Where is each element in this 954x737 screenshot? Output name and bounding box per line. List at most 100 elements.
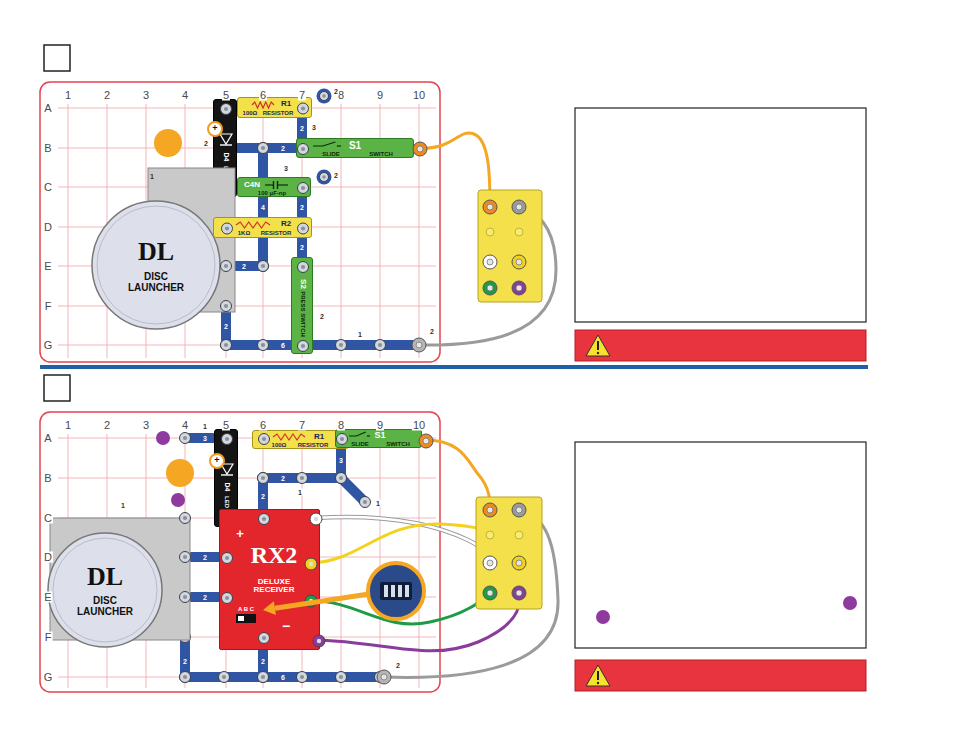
grid-line xyxy=(107,104,108,358)
snap-post xyxy=(337,434,348,445)
holder-post xyxy=(515,228,523,236)
snap-post xyxy=(258,182,269,193)
press-switch-part: S2PRESS SWITCH xyxy=(291,257,313,354)
wire-terminal-center xyxy=(381,674,387,680)
grid-line xyxy=(380,434,381,688)
grid-line xyxy=(146,104,147,358)
zoom-circle xyxy=(368,563,424,619)
snap-post-center xyxy=(261,675,265,679)
grid-line xyxy=(58,478,436,479)
wire-terminal-center xyxy=(487,259,493,265)
warning-mark xyxy=(597,352,599,354)
grid-coordinate: A xyxy=(43,433,52,444)
part-code: S2 xyxy=(299,279,307,289)
grid-line xyxy=(419,104,420,358)
snap-post xyxy=(180,592,191,603)
wire-terminal xyxy=(483,255,497,269)
callout-dot xyxy=(166,459,194,487)
snap-post xyxy=(297,103,308,114)
part-number: 2 xyxy=(319,313,325,320)
warning-mark xyxy=(597,341,599,350)
snap-post-center xyxy=(301,186,305,190)
part-code: S1 xyxy=(349,141,361,152)
grid-coordinate: 4 xyxy=(181,420,189,431)
wire-terminal-center xyxy=(516,285,522,291)
snap-post xyxy=(258,513,269,524)
snap-wire xyxy=(263,473,341,483)
part-number: 3 xyxy=(311,124,317,131)
resistor-symbol xyxy=(236,222,270,228)
snap-post xyxy=(180,672,191,683)
grid-line xyxy=(58,187,436,188)
snap-post-center xyxy=(183,555,187,559)
snap-post-center xyxy=(183,516,187,520)
wire-terminal-center xyxy=(516,507,522,513)
snap-post-center xyxy=(301,226,305,230)
polarity-mark: + xyxy=(212,124,217,133)
snap-post-center xyxy=(417,343,421,347)
wire-terminal xyxy=(483,503,497,517)
part-number: 1 xyxy=(297,489,303,496)
polarity-mark: + xyxy=(236,527,244,541)
grid-coordinate: 9 xyxy=(376,90,384,101)
snap-post-center xyxy=(261,185,265,189)
panel-number-box xyxy=(44,45,70,71)
snap-post-center xyxy=(322,94,325,97)
snap-wire-number: 2 xyxy=(182,658,188,665)
grid-line xyxy=(58,637,436,638)
part-value: 100Ω xyxy=(272,442,287,448)
resistor-symbol xyxy=(252,102,274,108)
part-code: RX2 xyxy=(251,543,298,568)
snap-post-center xyxy=(301,265,305,269)
wire-terminal xyxy=(512,556,526,570)
snap-wire-number: 2 xyxy=(299,244,305,251)
wire-connector-center xyxy=(309,562,313,566)
part-number: 2 xyxy=(395,662,401,669)
snap-wire-number: 2 xyxy=(260,658,266,665)
snap-post-center xyxy=(262,517,266,521)
launcher-disc-rim xyxy=(97,206,215,324)
disc-launcher-part: DLDISC LAUNCHER xyxy=(44,514,192,652)
snap-post-center xyxy=(339,476,343,480)
part-drawing xyxy=(215,430,239,528)
grid-coordinate: F xyxy=(44,301,53,312)
grid-line xyxy=(68,104,69,358)
wire-terminal xyxy=(512,281,526,295)
grid-line xyxy=(107,434,108,688)
snap-post-center xyxy=(300,675,304,679)
snap-wire-number: 2 xyxy=(260,493,266,500)
snap-post-center xyxy=(224,436,228,440)
grid-line xyxy=(58,597,436,598)
wire-terminal-center xyxy=(487,590,493,596)
channel-switch-knob xyxy=(238,616,244,621)
wire-connector xyxy=(305,558,317,570)
launcher-housing xyxy=(148,168,235,312)
grid-coordinate: C xyxy=(43,513,53,524)
wire-connector xyxy=(313,635,325,647)
diode-symbol xyxy=(220,144,232,145)
snap-post xyxy=(258,672,269,683)
part-drawing xyxy=(44,514,192,652)
grid-coordinate: G xyxy=(43,672,54,683)
capacitor-symbol xyxy=(277,181,278,189)
grid-coordinate: 2 xyxy=(103,90,111,101)
part-name: LED xyxy=(223,166,229,178)
snap-post xyxy=(180,552,191,563)
circuit-base-grid xyxy=(40,412,440,692)
snap-wire-number: 2 xyxy=(299,125,305,132)
grid-coordinate: 2 xyxy=(103,420,111,431)
snap-post xyxy=(221,433,232,444)
snap-post-center xyxy=(183,635,187,639)
snap-post xyxy=(221,301,232,312)
snap-post xyxy=(320,173,329,182)
grid-coordinate: 10 xyxy=(412,420,426,431)
snap-post xyxy=(221,183,232,194)
snap-post-center xyxy=(183,675,187,679)
part-value: 100 μF-np xyxy=(258,190,286,196)
grid-coordinate: 1 xyxy=(64,90,72,101)
grid-coordinate: C xyxy=(43,182,53,193)
snap-post-center xyxy=(261,343,265,347)
wire-terminal xyxy=(483,586,497,600)
step-dot xyxy=(596,610,610,624)
